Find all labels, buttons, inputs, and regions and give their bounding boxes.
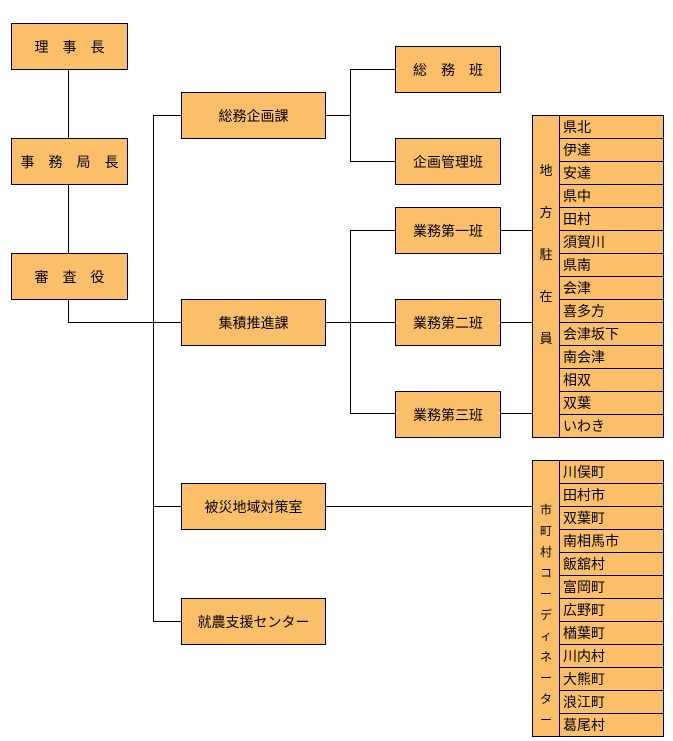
- connector-integration-out: [325, 322, 395, 323]
- municipality-item: 楢葉町: [559, 621, 664, 645]
- connector-to-ops3: [350, 413, 395, 414]
- municipal-coordinator-title: 市 町 村 コ ー デ ィ ネ ー タ ー: [532, 460, 560, 737]
- disaster-office-box: 被災地域対策室: [181, 483, 326, 530]
- connector-ops2-regional: [500, 322, 532, 323]
- regional-office-item: 南会津: [559, 345, 664, 369]
- municipality-item: 田村市: [559, 483, 664, 507]
- connector-integration-branch: [350, 230, 351, 414]
- regional-title-char: 地: [539, 164, 553, 179]
- farming-support-center-box: 就農支援センター: [181, 598, 326, 645]
- municipal-title-char: 村: [539, 545, 552, 559]
- municipality-item: 川内村: [559, 644, 664, 668]
- secretary-general-label: 事 務 局 長: [20, 154, 119, 171]
- auditor-box: 審 査 役: [11, 253, 128, 300]
- regional-office-item: 喜多方: [559, 299, 664, 323]
- ops2-team-box: 業務第二班: [395, 299, 501, 346]
- regional-office-item: 伊達: [559, 138, 664, 162]
- connector-general-branch: [350, 69, 351, 161]
- connector-chairman-secretary: [68, 69, 69, 139]
- regional-office-item: 双葉: [559, 391, 664, 415]
- regional-office-item: 県南: [559, 253, 664, 277]
- connector-disaster-municipal: [325, 506, 532, 507]
- connector-trunk-disaster: [153, 506, 181, 507]
- regional-office-item: 会津坂下: [559, 322, 664, 346]
- auditor-label: 審 査 役: [34, 269, 105, 286]
- municipality-item: 飯舘村: [559, 552, 664, 576]
- connector-general-out: [325, 115, 350, 116]
- ops1-team-box: 業務第一班: [395, 207, 501, 254]
- municipal-title-char: ィ: [539, 629, 552, 643]
- regional-title-char: 在: [539, 290, 553, 305]
- chairman-label: 理 事 長: [34, 39, 105, 56]
- general-affairs-division-box: 総務企画課: [181, 92, 326, 139]
- ops3-team-label: 業務第三班: [413, 407, 483, 424]
- disaster-office-label: 被災地域対策室: [204, 499, 303, 516]
- connector-trunk-farming: [153, 621, 181, 622]
- chairman-box: 理 事 長: [11, 23, 128, 70]
- ops2-team-label: 業務第二班: [413, 315, 483, 332]
- regional-title-char: 員: [539, 332, 553, 347]
- municipality-item: 広野町: [559, 598, 664, 622]
- general-affairs-division-label: 総務企画課: [218, 108, 289, 125]
- planning-team-box: 企画管理班: [395, 138, 501, 185]
- regional-office-item: 県中: [559, 184, 664, 208]
- regional-office-item: 県北: [559, 115, 664, 139]
- municipal-title-char: コ: [539, 566, 552, 580]
- regional-office-item: 会津: [559, 276, 664, 300]
- municipality-item: 川俣町: [559, 460, 664, 484]
- connector-to-ops1: [350, 230, 395, 231]
- integration-division-label: 集積推進課: [218, 315, 289, 332]
- regional-office-item: 田村: [559, 207, 664, 231]
- municipality-item: 大熊町: [559, 667, 664, 691]
- connector-to-planning-team: [350, 161, 395, 162]
- municipal-title-char: 市: [539, 503, 552, 517]
- municipality-item: 浪江町: [559, 690, 664, 714]
- connector-ops1-regional: [500, 230, 532, 231]
- general-team-label: 総 務 班: [413, 62, 483, 79]
- municipal-title-char: タ: [539, 692, 552, 706]
- secretary-general-box: 事 務 局 長: [11, 138, 128, 185]
- connector-ops3-regional: [500, 413, 532, 414]
- ops1-team-label: 業務第一班: [413, 223, 483, 240]
- municipality-item: 葛尾村: [559, 713, 664, 737]
- municipal-title-char: ー: [539, 587, 552, 601]
- regional-staff-title: 地 方 駐 在 員: [532, 115, 560, 438]
- connector-to-general-team: [350, 69, 395, 70]
- ops3-team-box: 業務第三班: [395, 391, 501, 438]
- regional-office-item: いわき: [559, 414, 664, 438]
- planning-team-label: 企画管理班: [413, 154, 483, 171]
- regional-title-char: 駐: [539, 248, 553, 263]
- farming-support-center-label: 就農支援センター: [197, 614, 310, 631]
- regional-title-char: 方: [539, 206, 553, 221]
- municipality-item: 富岡町: [559, 575, 664, 599]
- integration-division-box: 集積推進課: [181, 299, 326, 346]
- municipal-title-char: デ: [539, 608, 552, 622]
- regional-office-item: 安達: [559, 161, 664, 185]
- municipal-title-char: 町: [539, 524, 552, 538]
- regional-office-item: 須賀川: [559, 230, 664, 254]
- connector-trunk-general: [153, 115, 181, 116]
- municipal-title-char: ー: [539, 713, 552, 727]
- municipal-title-char: ネ: [539, 650, 552, 664]
- regional-office-item: 相双: [559, 368, 664, 392]
- general-team-box: 総 務 班: [395, 46, 501, 93]
- connector-auditor-horizontal: [68, 322, 181, 323]
- connector-auditor-down: [68, 299, 69, 322]
- connector-secretary-auditor: [68, 184, 69, 254]
- municipality-item: 双葉町: [559, 506, 664, 530]
- municipality-item: 南相馬市: [559, 529, 664, 553]
- connector-division-trunk: [153, 115, 154, 621]
- municipal-title-char: ー: [539, 671, 552, 685]
